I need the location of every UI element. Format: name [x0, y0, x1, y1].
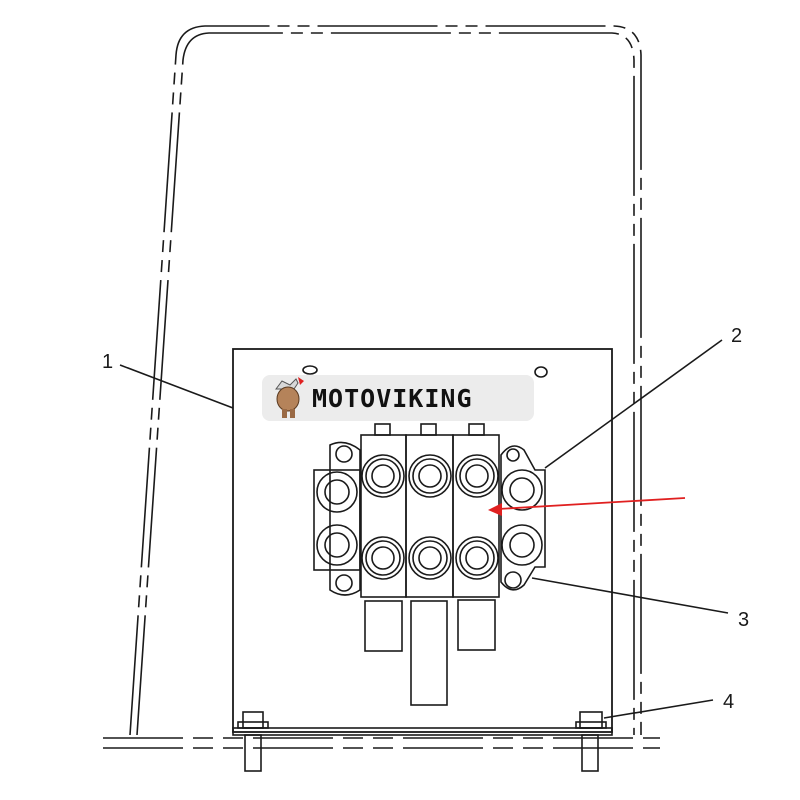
mounting-bolt-left [237, 711, 269, 772]
watermark-text: MOTOVIKING [312, 383, 473, 413]
highlight-arrow-icon [488, 497, 686, 516]
valve-spool-sections [360, 423, 500, 598]
leader-line-3 [531, 577, 729, 614]
callout-3: 3 [738, 609, 750, 631]
callout-2: 2 [731, 325, 743, 347]
valve-handles [364, 599, 496, 706]
leader-line-4 [603, 699, 714, 719]
base-flange [232, 727, 613, 736]
callout-1: 1 [102, 351, 114, 373]
leader-line-1 [119, 364, 234, 409]
mounting-bolt-right [575, 711, 607, 772]
watermark-logo: MOTOVIKING [262, 375, 534, 421]
valve-end-left [313, 441, 361, 596]
viking-mascot-icon [268, 375, 310, 421]
valve-end-right [500, 445, 546, 591]
callout-4: 4 [723, 691, 735, 713]
mounting-plate [232, 348, 613, 733]
guard-frame [129, 25, 642, 736]
ground-line [103, 737, 660, 749]
leader-line-2 [544, 339, 723, 469]
